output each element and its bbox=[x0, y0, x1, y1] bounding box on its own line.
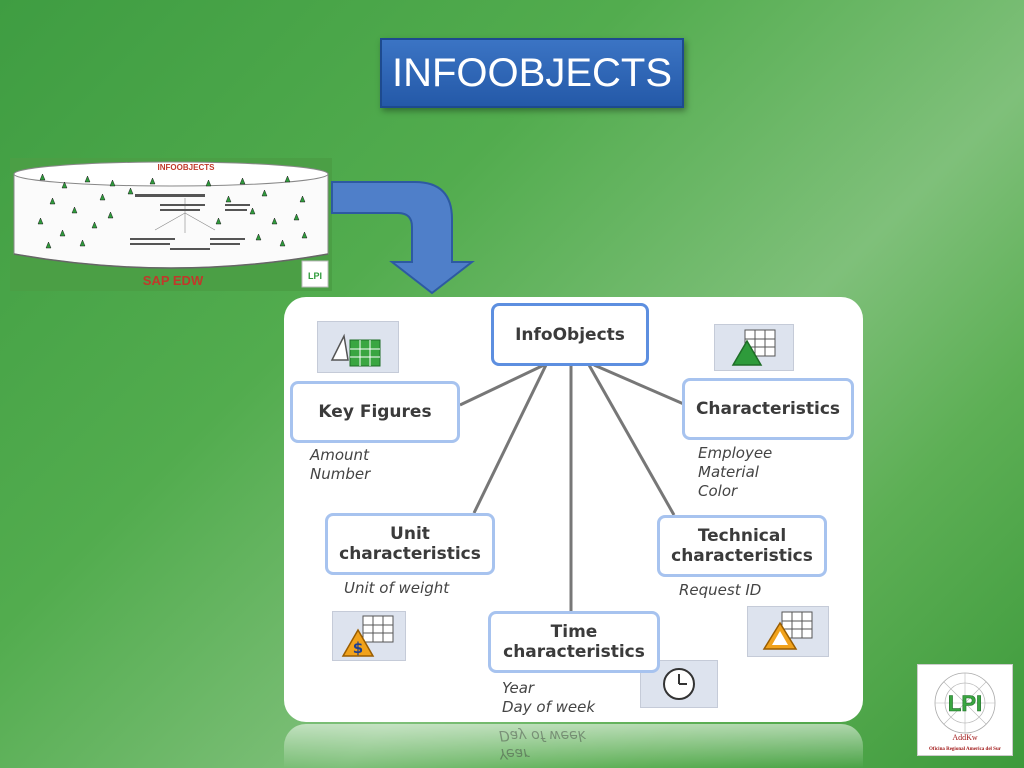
slide-title: INFOOBJECTS bbox=[380, 38, 684, 108]
key-figures-node: Key Figures bbox=[290, 381, 460, 443]
connector-lines bbox=[459, 363, 687, 611]
edw-header-text: INFOOBJECTS bbox=[158, 163, 216, 172]
bent-down-arrow-icon bbox=[331, 181, 475, 295]
svg-text:LPI: LPI bbox=[308, 271, 322, 281]
infoobjects-diagram-panel: $ InfoObjects Key Figures Characteristic… bbox=[284, 297, 863, 722]
lpi-logo-brand: AddKw bbox=[952, 733, 978, 742]
edw-caption-text: SAP EDW bbox=[143, 273, 204, 288]
sap-edw-image: INFOOBJECTS SAP EDW LPI bbox=[10, 158, 332, 291]
unit-characteristic-icon: $ bbox=[332, 611, 406, 661]
panel-reflection: Year Day of week bbox=[284, 724, 863, 768]
lpi-logo-graphic: LPI AddKw Oficina Regional America del S… bbox=[929, 672, 1002, 752]
technical-characteristics-node: Technical characteristics bbox=[657, 515, 827, 577]
key-figure-icon bbox=[317, 321, 399, 373]
characteristic-icon bbox=[714, 324, 794, 371]
lpi-logo-footer: Oficina Regional America del Sur bbox=[929, 747, 1002, 752]
time-characteristics-node: Time characteristics bbox=[488, 611, 660, 673]
time-characteristics-examples: Year Day of week bbox=[502, 679, 596, 716]
key-figures-examples: Amount Number bbox=[310, 446, 371, 483]
technical-characteristics-examples: Request ID bbox=[679, 581, 762, 599]
svg-text:$: $ bbox=[353, 639, 363, 657]
lpi-logo: LPI AddKw Oficina Regional America del S… bbox=[917, 664, 1013, 756]
unit-characteristics-node: Unit characteristics bbox=[325, 513, 495, 575]
lpi-logo-text: LPI bbox=[948, 691, 982, 716]
characteristics-examples: Employee Material Color bbox=[698, 444, 773, 500]
technical-characteristic-icon bbox=[747, 606, 829, 657]
infoobjects-center-node: InfoObjects bbox=[491, 303, 649, 366]
reflection-text: Year Day of week bbox=[499, 727, 586, 761]
unit-characteristics-examples: Unit of weight bbox=[344, 579, 450, 597]
characteristics-node: Characteristics bbox=[682, 378, 854, 440]
edw-cylinder-graphic: INFOOBJECTS SAP EDW LPI bbox=[10, 158, 332, 291]
